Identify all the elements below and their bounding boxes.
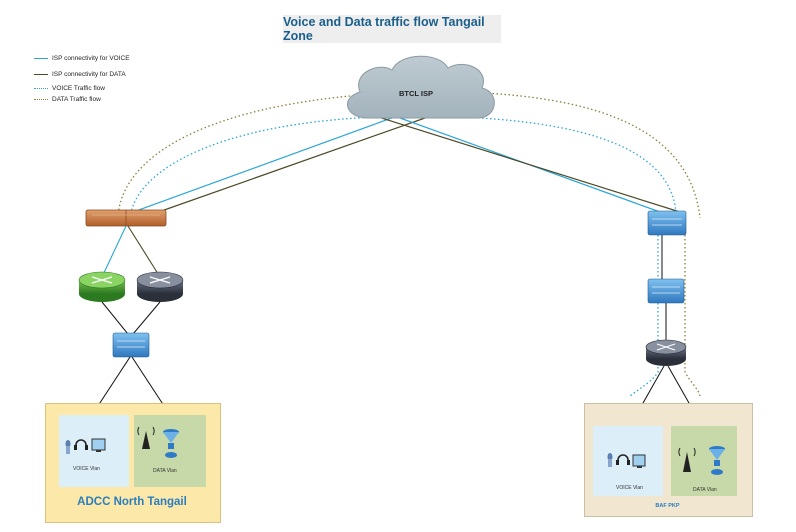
fw-router-dark-link [127,225,161,278]
site-right-name: BAF PKP [655,503,680,509]
voice-flow-arc [129,115,677,219]
router-dark-right-icon [645,339,687,366]
data-link-right [374,115,681,213]
data-devices-icon [678,446,725,475]
fw-router-green-link [101,225,127,278]
legend-item-voice-isp: ISP connectivity for VOICE [34,52,130,64]
voice-devices-icon [65,438,106,454]
firewall-left-icon [85,209,167,227]
legend-swatch [34,73,48,75]
legend-label: DATA Traffic flow [52,95,101,103]
router-switch-link-1 [101,301,129,335]
legend-label: VOICE Traffic flow [52,84,105,92]
voice-vlan-label-right: VOICE Vlan [616,485,643,491]
router-green-icon [78,271,126,302]
btcl-isp-cloud-icon [347,55,495,119]
voice-link-left [124,114,401,216]
data-flow-right-down [684,235,701,397]
legend-item-data-flow: DATA Traffic flow [34,93,101,105]
data-vlan-label-left: DATA Vlan [153,468,177,474]
switch-right-mid-icon [647,278,685,304]
switch-left-icon [112,332,150,358]
data-vlan-right [671,426,737,496]
legend-item-data-isp: ISP connectivity for DATA [34,68,126,80]
data-devices-icon [137,426,179,458]
voice-vlan-left [59,415,129,487]
voice-vlan-label-left: VOICE Vlan [73,466,100,472]
cloud-label: BTCL ISP [398,89,434,98]
site-left-name: ADCC North Tangail [77,496,187,508]
voice-flow-right-down [629,235,659,397]
legend-swatch [34,57,48,59]
legend-item-voice-flow: VOICE Traffic flow [34,82,105,94]
data-link-left [149,117,426,216]
voice-vlan-right [593,426,663,496]
router-switch-link-2 [132,301,161,335]
legend-label: ISP connectivity for DATA [52,70,126,78]
legend-swatch [34,87,48,89]
switch-right-top-icon [647,210,687,236]
router-dark-left-icon [136,271,184,302]
data-vlan-left [134,415,206,487]
data-vlan-label-right: DATA Vlan [693,487,717,493]
legend-label: ISP connectivity for VOICE [52,54,130,62]
diagram-title: Voice and Data traffic flow Tangail Zone [283,15,501,43]
legend-swatch [34,98,48,100]
voice-devices-icon [607,453,646,468]
